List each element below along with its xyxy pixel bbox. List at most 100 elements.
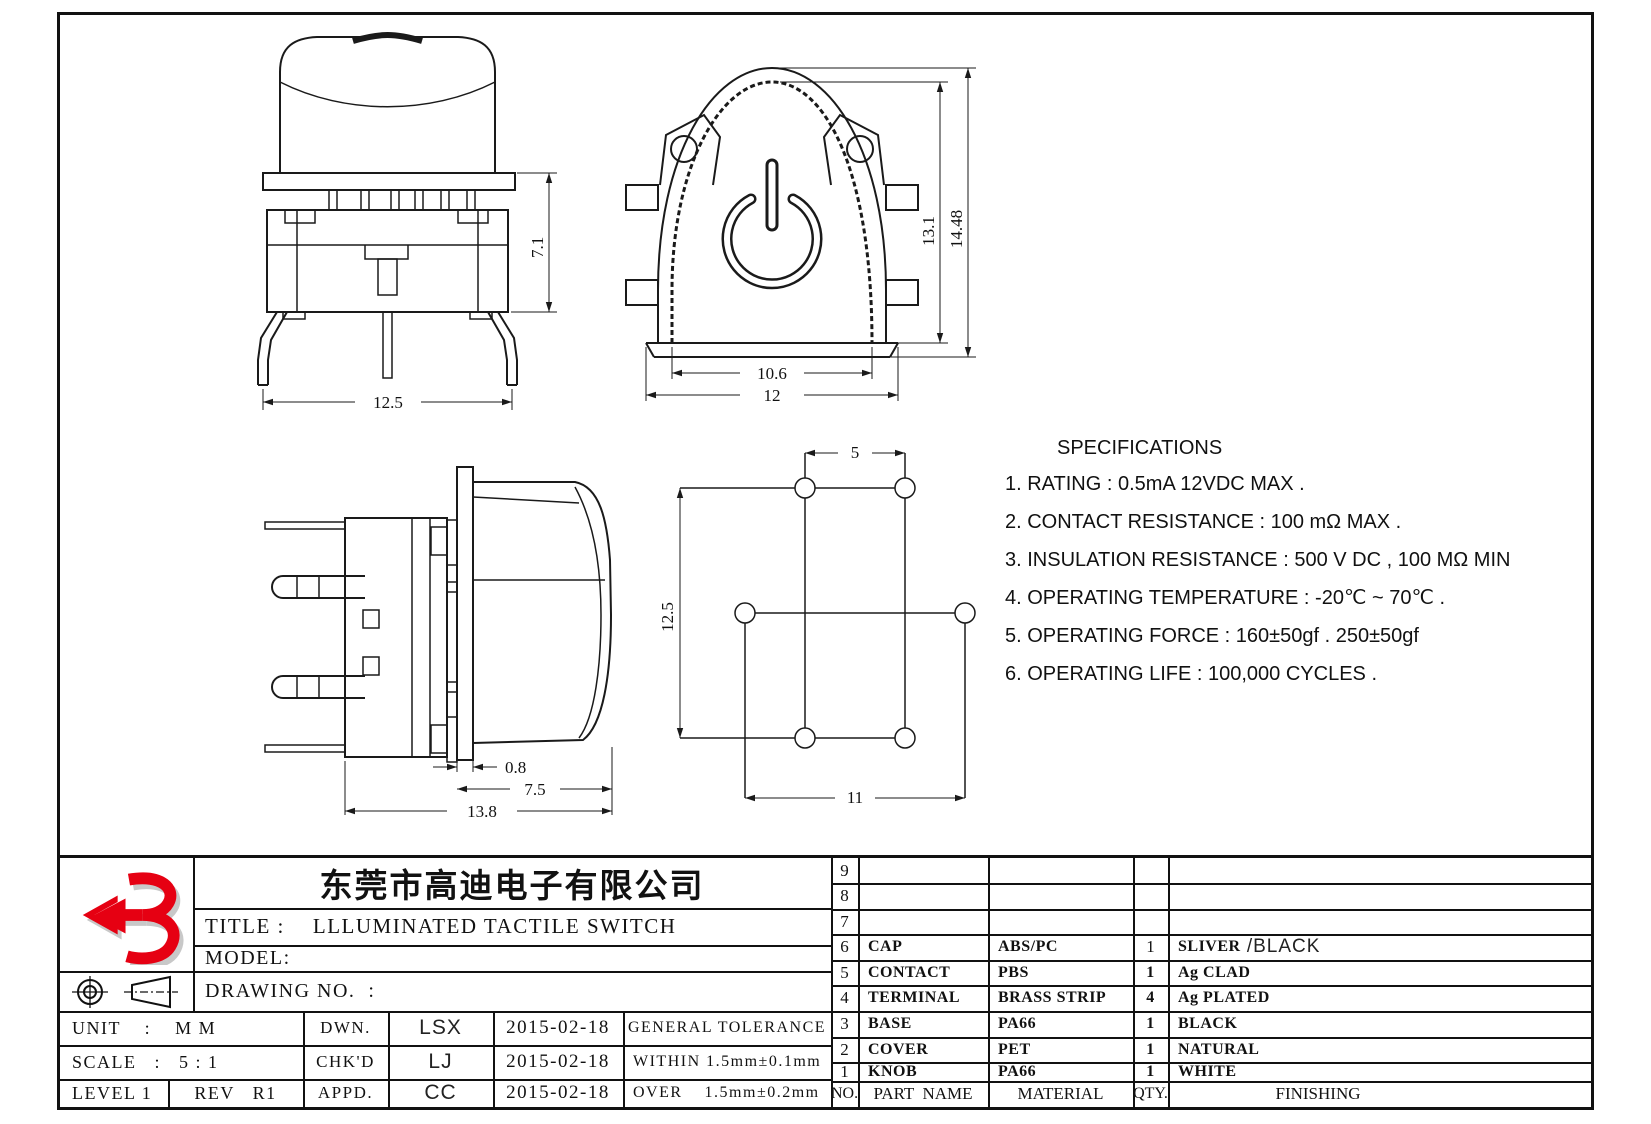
bom-row-no: 4: [840, 988, 849, 1007]
bom-header-qty: QTY.: [1133, 1085, 1168, 1102]
power-symbol-icon: [721, 158, 823, 290]
bom-material: BRASS STRIP: [998, 989, 1107, 1006]
bom-row-no: 3: [840, 1014, 849, 1033]
dwn-role-label: DWN.: [320, 1018, 371, 1037]
lower-round-pin: [271, 675, 365, 699]
bom-finishing: Ag PLATED: [1178, 989, 1270, 1006]
company-name: 东莞市高迪电子有限公司: [319, 867, 705, 904]
cover-inner-arch: [670, 80, 874, 344]
dim-pcb-outer-pitch: 11: [847, 788, 863, 807]
dim-top-outer-width: 12: [764, 386, 781, 405]
dim-side-cap-depth: 7.5: [524, 780, 545, 799]
bom-qty: 4: [1146, 989, 1155, 1006]
tolerance-title: GENERAL TOLERANCE: [627, 1019, 827, 1036]
front-view-drawing: 7.1 12.5: [257, 32, 557, 412]
specifications-block: SPECIFICATIONS 1. RATING : 0.5mA 12VDC M…: [1005, 437, 1585, 693]
bom-row-no: 9: [840, 860, 849, 880]
dim-top-inner-width: 10.6: [757, 364, 787, 383]
appd-date: 2015-02-18: [506, 1082, 610, 1103]
dim-side-flange: 0.8: [505, 758, 526, 777]
model-label: MODEL:: [205, 946, 291, 969]
bom-header-no: NO.: [831, 1085, 858, 1102]
bom-qty: 1: [1146, 1040, 1155, 1058]
bom-material: PBS: [998, 963, 1029, 981]
bom-finishing-main: SLIVER: [1178, 938, 1241, 955]
left-leg: [257, 311, 278, 385]
pcb-layout-drawing: 5 12.5 11: [658, 443, 976, 807]
projection-symbol-icon: [60, 973, 193, 1011]
left-mount-hole: [670, 135, 698, 163]
specifications-title: SPECIFICATIONS: [1057, 437, 1223, 459]
pcb-hole: [894, 727, 916, 749]
side-flange-plate: [456, 466, 474, 761]
plunger-stem: [377, 258, 398, 296]
bom-row-no: 1: [840, 1062, 849, 1081]
bom-part: COVER: [868, 1040, 929, 1058]
drawing-no-label: DRAWING NO. :: [205, 979, 376, 1002]
pcb-hole: [794, 727, 816, 749]
title-value: LLLUMINATED TACTILE SWITCH: [312, 914, 677, 938]
right-mount-hole: [846, 135, 874, 163]
bom-row-no: 6: [840, 937, 849, 956]
bom-material: PA66: [998, 1062, 1037, 1080]
bom-header-finishing: FINISHING: [1275, 1084, 1361, 1103]
bom-part: CAP: [868, 938, 903, 955]
bom-finishing: Ag CLAD: [1178, 963, 1251, 981]
dim-side-overall: 13.8: [467, 802, 497, 820]
flange: [262, 172, 516, 191]
bottom-pin: [264, 744, 346, 753]
bom-row-no: 5: [840, 962, 849, 982]
dim-top-outer-height: 14.48: [947, 210, 966, 248]
title-block: 东莞市高迪电子有限公司 TITLE : LLLUMINATED TACTILE …: [57, 855, 1594, 1110]
dim-pcb-pitch-y: 12.5: [658, 602, 677, 632]
appd-role-label: APPD.: [317, 1083, 374, 1102]
bom-part: TERMINAL: [868, 989, 961, 1006]
dim-top-inner-height: 13.1: [919, 216, 938, 246]
bom-finishing: WHITE: [1178, 1062, 1237, 1080]
switch-body: [266, 209, 509, 313]
title-label: TITLE :: [205, 914, 285, 938]
spec-item: 2. CONTACT RESISTANCE : 100 mΩ MAX .: [1005, 511, 1402, 533]
pcb-hole: [734, 602, 756, 624]
unit-field: UNIT : M M: [72, 1017, 217, 1038]
dim-pcb-pitch-x: 5: [851, 443, 860, 462]
level-field: LEVEL 1: [72, 1082, 153, 1103]
bom-row-no: 2: [840, 1039, 849, 1059]
switch-cap-outline: [279, 36, 496, 173]
title-row: TITLE : LLLUMINATED TACTILE SWITCH: [205, 908, 825, 945]
bom-header-part: PART NAME: [873, 1084, 973, 1103]
bom-finishing: SLIVER /BLACK: [1178, 934, 1583, 960]
spec-item: 4. OPERATING TEMPERATURE : -20℃ ~ 70℃ .: [1005, 587, 1446, 609]
cap-top-band: [352, 32, 423, 44]
cover-outer-arch: [657, 66, 887, 343]
bom-row-no: 8: [840, 886, 849, 905]
bom-material: PA66: [998, 1015, 1037, 1032]
scale-field: SCALE : 5 : 1: [72, 1051, 219, 1072]
chkd-role-label: CHK'D: [316, 1052, 375, 1071]
right-mount-tab: [822, 113, 885, 186]
dim-front-height: 7.1: [528, 237, 547, 258]
bom-material: ABS/PC: [998, 938, 1058, 955]
bom-part: BASE: [868, 1015, 912, 1032]
bom-material: PET: [998, 1040, 1031, 1058]
rev-field: REV R1: [194, 1082, 277, 1103]
bom-finishing: BLACK: [1178, 1015, 1238, 1032]
company-logo: [60, 858, 193, 971]
left-mount-tab: [659, 113, 722, 186]
bom-header-material: MATERIAL: [1017, 1084, 1104, 1103]
appd-name: CC: [424, 1081, 457, 1104]
bom-part: CONTACT: [868, 963, 951, 981]
dim-front-width: 12.5: [373, 393, 403, 412]
tolerance-over: OVER 1.5mm±0.2mm: [633, 1084, 820, 1101]
spec-item: 1. RATING : 0.5mA 12VDC MAX .: [1005, 473, 1305, 495]
spec-item: 5. OPERATING FORCE : 160±50gf . 250±50gf: [1005, 625, 1419, 647]
pcb-hole: [954, 602, 976, 624]
bom-qty: 1: [1146, 937, 1155, 956]
bom-qty: 1: [1146, 1062, 1155, 1080]
side-view-drawing: 0.8 7.5 13.8: [264, 466, 613, 820]
spec-item: 6. OPERATING LIFE : 100,000 CYCLES .: [1005, 663, 1378, 685]
side-cap-outline: [472, 481, 613, 744]
pcb-hole: [794, 477, 816, 499]
right-leg: [497, 311, 518, 385]
